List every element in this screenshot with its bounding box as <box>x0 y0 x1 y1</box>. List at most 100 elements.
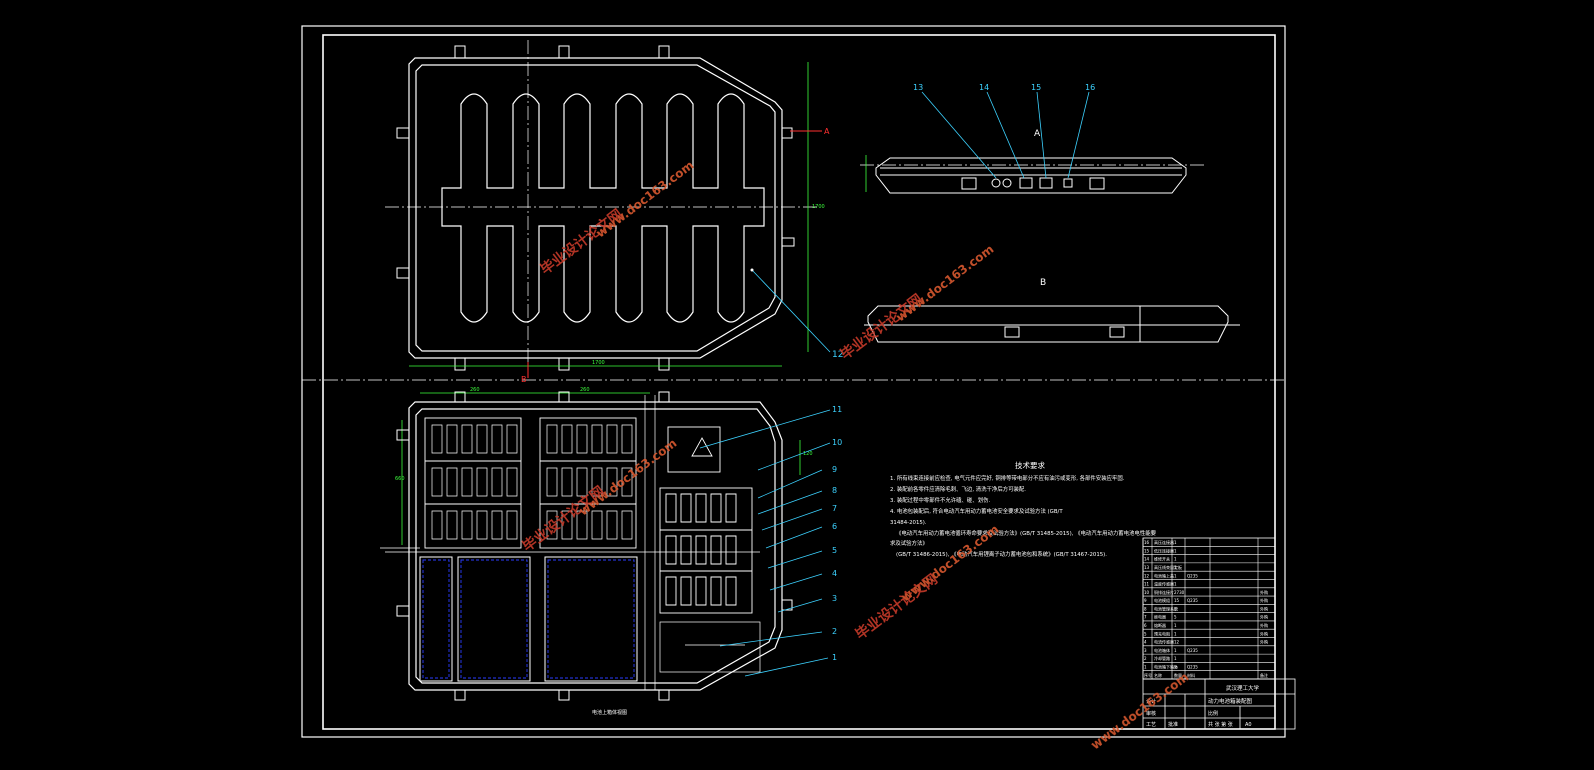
dimension-label: 260 <box>470 387 480 393</box>
bom-cell-qty: 1 <box>1174 623 1177 628</box>
bom-cell-qty: 1 <box>1174 573 1177 578</box>
tech-line: 2. 装配前各零件应清除毛刺、飞边, 清洗干净后方可装配. <box>890 485 1026 493</box>
balloon-3: 3 <box>832 594 837 603</box>
bom-cell-note: 备注 <box>1260 672 1268 678</box>
bom-cell-mat: Q235 <box>1187 648 1198 653</box>
title-block-drawing-name: 动力电池箱装配图 <box>1208 697 1253 705</box>
bom-cell-no: 16 <box>1144 540 1150 545</box>
dimension-label: 660 <box>395 476 405 482</box>
bom-cell-name: 维修开关 <box>1154 556 1170 562</box>
bom-cell-name: 电池箱下箱体 <box>1154 664 1178 670</box>
balloon-9: 9 <box>832 465 837 474</box>
bom-cell-no: 5 <box>1144 631 1147 636</box>
leaders-top <box>921 91 1090 179</box>
bom-cell-name: 温度传感器 <box>1154 581 1174 587</box>
bom-cell-mat: Q235 <box>1187 573 1198 578</box>
dimension-lines <box>401 62 809 545</box>
tech-line: 31484-2015). <box>890 520 927 526</box>
tech-line: 求及试验方法》 <box>890 539 928 547</box>
bom-cell-no: 12 <box>1144 573 1150 578</box>
bom-cell-note: 外购 <box>1260 630 1268 636</box>
bom-cell-qty: 1 <box>1174 557 1177 562</box>
bom-cell-name: 铜排连接片 <box>1154 589 1174 595</box>
bom-cell-qty: 1 <box>1174 631 1177 636</box>
bom-cell-qty: 15 <box>1174 598 1180 603</box>
module-grid-right <box>659 426 753 614</box>
title-block-school: 武汉理工大学 <box>1226 684 1260 692</box>
tech-line: (GB/T 31486-2015), 《电动汽车用锂离子动力蓄电池包和系统》(G… <box>896 550 1107 558</box>
bom-cell-no: 13 <box>1144 565 1150 570</box>
title-block <box>1142 678 1296 730</box>
balloon-4: 4 <box>832 569 837 578</box>
bom-cell-qty: 1 <box>1174 606 1177 611</box>
bom-cell-qty: 1 <box>1174 548 1177 553</box>
balloon-16: 16 <box>1085 83 1095 92</box>
bom-cell-no: 1 <box>1144 665 1147 670</box>
bom-cell-qty: 1 <box>1174 582 1177 587</box>
leaders-right <box>699 409 831 677</box>
bom-cell-qty: 1 <box>1174 665 1177 670</box>
bottom-view-box <box>408 401 783 691</box>
bom-cell-qty: 12 <box>1174 640 1180 645</box>
top-view-cover <box>408 57 783 359</box>
bom-cell-note: 外购 <box>1260 614 1268 620</box>
tech-requirements: 技术要求 1. 所有线束连接前应检查, 电气元件应完好, 铜排等带电部分不应有油… <box>890 460 1157 558</box>
sheet-frame <box>301 25 1286 738</box>
bom-cell-mat: 材料 <box>1187 672 1195 678</box>
balloon-11: 11 <box>832 405 842 414</box>
tech-line: 1. 所有线束连接前应检查, 电气元件应完好, 铜排等带电部分不应有油污或变形,… <box>890 474 1125 482</box>
balloon-5: 5 <box>832 546 837 555</box>
side-view-b <box>864 305 1240 343</box>
bom-cell-name: 冷却管路 <box>1154 655 1170 661</box>
module-grid-left <box>424 417 637 549</box>
balloon-7: 7 <box>832 504 837 513</box>
bom-cell-no: 序号 <box>1144 672 1152 678</box>
bom-cell-note: 外购 <box>1260 639 1268 645</box>
bom-cell-no: 6 <box>1144 623 1147 628</box>
bom-cell-mat: Q235 <box>1187 598 1198 603</box>
view-a-label: A <box>1034 129 1041 139</box>
bom-cell-no: 15 <box>1144 548 1150 553</box>
tech-line: 3. 装配过程中零部件不允许磕、碰、划伤. <box>890 496 990 504</box>
bom-cell-name: 名称 <box>1154 672 1162 678</box>
bom-cell-name: 熔断器 <box>1154 622 1166 628</box>
cooling-plates <box>419 556 638 682</box>
view-b-label: B <box>1040 278 1046 288</box>
top-view-tabs <box>396 45 795 371</box>
bom-cell-qty: 2730 <box>1174 590 1185 595</box>
bom-cell-name: 低压连接器 <box>1154 547 1174 553</box>
bom-cell-no: 2 <box>1144 656 1147 661</box>
bom-cell-name: 预充电阻 <box>1154 630 1170 636</box>
bom-cell-name: 电池管理系统 <box>1154 605 1178 611</box>
side-view-a <box>875 157 1187 194</box>
balloon-1: 1 <box>832 653 837 662</box>
balloon-13: 13 <box>913 83 923 92</box>
title-block-drawing-no: A0 <box>1245 722 1252 728</box>
tech-line: 4. 电池包装配后, 符合电动汽车用动力蓄电池安全要求及试验方法 (GB/T <box>890 507 1063 515</box>
title-block-label: 设计 <box>1146 698 1156 705</box>
bom-cell-qty: 1 <box>1174 540 1177 545</box>
bom-cell-note: 外购 <box>1260 589 1268 595</box>
tech-line: 《电动汽车用动力蓄电池循环寿命要求及试验方法》(GB/T 31485-2015)… <box>896 529 1157 537</box>
bom-cell-note: 外购 <box>1260 605 1268 611</box>
bom-cell-qty: 数量 <box>1174 672 1182 678</box>
section-a-mark: A <box>824 127 830 136</box>
dimension-label: 260 <box>580 387 590 393</box>
bom-cell-name: 高压线束固定板 <box>1154 564 1182 570</box>
bom-cell-name: 电池箱上盖 <box>1154 572 1174 578</box>
bom-cell-qty: 5 <box>1174 615 1177 620</box>
bom-cell-no: 14 <box>1144 557 1150 562</box>
tech-requirements-title: 技术要求 <box>1015 460 1045 470</box>
bom-cell-mat: Q235 <box>1187 665 1198 670</box>
bom-cell-no: 11 <box>1144 582 1150 587</box>
bom-cell-no: 10 <box>1144 590 1150 595</box>
bom-cell-name: 电池模组 <box>1154 597 1170 603</box>
bottom-view-mid-lines <box>380 395 761 690</box>
bom-cell-qty: 1 <box>1174 656 1177 661</box>
title-block-label: 批准 <box>1168 721 1178 728</box>
balloon-8: 8 <box>832 486 837 495</box>
title-block-label: 工艺 <box>1146 722 1156 728</box>
bom-cell-name: 继电器 <box>1154 614 1166 620</box>
bom-cell-no: 8 <box>1144 606 1147 611</box>
